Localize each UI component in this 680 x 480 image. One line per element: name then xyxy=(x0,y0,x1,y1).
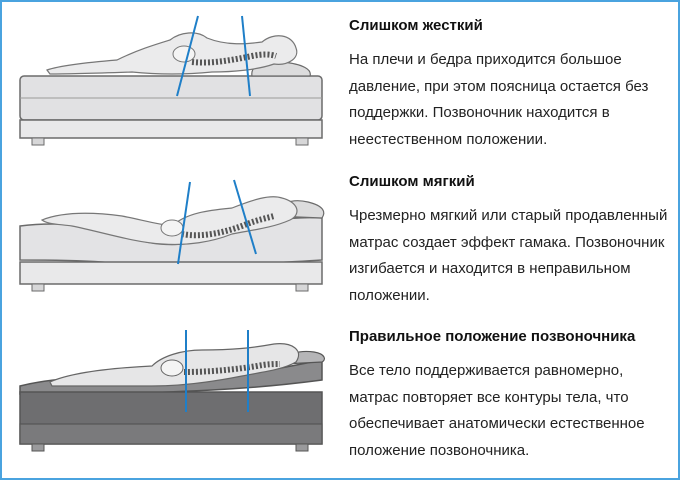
section-title: Слишком жесткий xyxy=(349,17,483,34)
section-title: Правильное положение позвоночника xyxy=(349,328,636,345)
body-silhouette xyxy=(40,196,298,246)
bed-base xyxy=(19,119,323,139)
section-description: На плечи и бедра приходится большое давл… xyxy=(349,51,649,148)
section-description: Все тело поддерживается равномерно, матр… xyxy=(349,362,645,459)
bed-base xyxy=(19,261,323,285)
section-correct: Правильное положение позвоночника Все те… xyxy=(349,327,669,464)
too-hard-figure xyxy=(19,15,323,146)
bed-leg-left xyxy=(31,137,45,146)
illustration-correct xyxy=(12,320,332,470)
bed-leg-right xyxy=(295,137,309,146)
section-too-soft: Слишком мягкий Чрезмерно мягкий или стар… xyxy=(349,172,669,309)
correct-figure xyxy=(19,330,325,452)
body-silhouette xyxy=(46,32,298,75)
bed-leg-right xyxy=(295,283,309,292)
spine-icon xyxy=(181,213,275,239)
pelvis-icon xyxy=(160,219,184,237)
bed-leg-right xyxy=(295,443,309,452)
illustration-too-hard xyxy=(12,10,332,160)
bed-leg-left xyxy=(31,283,45,292)
spine-alignment-line-right xyxy=(233,179,257,255)
spine-icon xyxy=(191,51,277,66)
section-description: Чрезмерно мягкий или старый продавленный… xyxy=(349,207,668,304)
too-soft-figure xyxy=(19,179,325,292)
section-title: Слишком мягкий xyxy=(349,173,475,190)
bed-leg-left xyxy=(31,443,45,452)
bed-base xyxy=(19,423,323,445)
spine-alignment-line-left xyxy=(176,15,199,97)
spine-icon xyxy=(183,361,281,375)
pelvis-icon xyxy=(172,45,196,63)
illustration-too-soft xyxy=(12,168,332,318)
section-too-hard: Слишком жесткий На плечи и бедра приходи… xyxy=(349,16,669,153)
spine-alignment-line-right xyxy=(241,15,251,97)
spine-alignment-line-left xyxy=(177,181,191,265)
pelvis-icon xyxy=(160,359,184,377)
